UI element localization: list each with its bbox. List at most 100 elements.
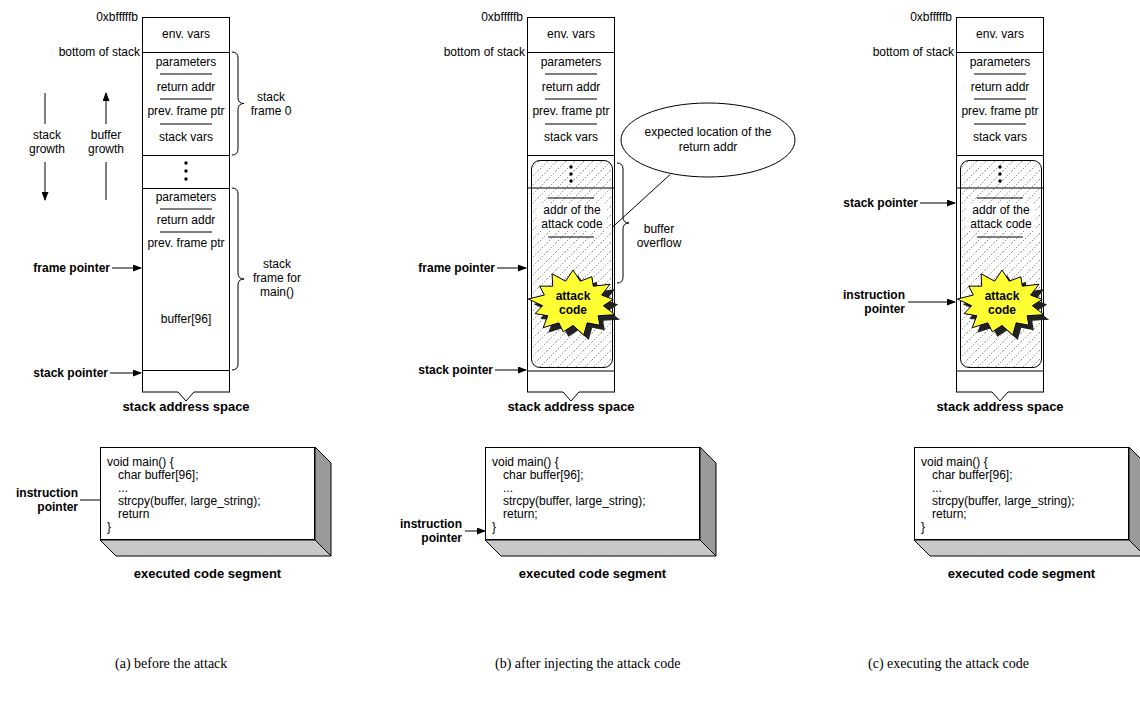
- ellipsis-dot: [184, 161, 187, 164]
- code-box-text: ...: [932, 481, 1122, 495]
- stack-bottom-label: bottom of stack: [834, 45, 954, 59]
- code-box-text: return: [118, 507, 308, 521]
- separator-line: [160, 209, 212, 210]
- code-box-side: [1129, 447, 1140, 556]
- panel-drawing: [45, 52, 331, 556]
- stack-frame-text: buffer[96]: [143, 312, 229, 326]
- code-box-text: char buffer[96];: [118, 468, 308, 482]
- code-box-text: return;: [932, 507, 1122, 521]
- separator-line: [977, 198, 1023, 199]
- code-box-text: return;: [503, 507, 693, 521]
- stack-frame: parametersreturn addrprev. frame ptrbuff…: [143, 188, 229, 371]
- code-box-bottom: [914, 540, 1140, 556]
- ellipsis-dot: [569, 165, 572, 168]
- stack-frame-text: stack vars: [143, 130, 229, 144]
- stack-frame-text: return addr: [143, 213, 229, 227]
- pointer-label: frame pointer: [385, 261, 495, 275]
- stack-column: env. varsparametersreturn addrprev. fram…: [142, 17, 230, 392]
- growth-arrow: [45, 93, 46, 124]
- ellipsis-dot: [569, 172, 572, 175]
- overflow-region-text: addr of the attack code: [537, 203, 607, 231]
- address-label: 0xbfffffb: [423, 10, 523, 24]
- code-box-text: }: [107, 520, 297, 534]
- code-box-text: char buffer[96];: [503, 468, 693, 482]
- stack-frame-text: stack vars: [957, 130, 1043, 144]
- callout-ellipse-shape: [621, 103, 795, 177]
- ellipsis-dot: [569, 179, 572, 182]
- curly-brace: [232, 188, 244, 370]
- pointer-arrow: [495, 370, 526, 371]
- overflow-region: attack codeaddr of the attack code: [960, 160, 1042, 368]
- pointer-arrow: [920, 203, 955, 204]
- stack-cell: env. vars: [528, 18, 614, 53]
- stack-frame-text: return addr: [528, 80, 614, 94]
- code-box-text: strcpy(buffer, large_string);: [932, 494, 1122, 508]
- pointer-label: stack pointer: [385, 363, 493, 377]
- code-box-text: executed code segment: [486, 567, 699, 581]
- code-box-text: char buffer[96];: [932, 468, 1122, 482]
- hatched-overflow: [960, 160, 1042, 368]
- attack-starburst: attack code: [527, 269, 619, 337]
- separator-line: [160, 74, 212, 75]
- separator-line: [974, 99, 1026, 100]
- stack-frame-text: prev. frame ptr: [957, 104, 1043, 118]
- growth-arrow: [45, 162, 46, 200]
- pointer-arrow: [110, 373, 141, 374]
- stack-frame-text: parameters: [528, 55, 614, 69]
- starburst-shape: [957, 270, 1044, 335]
- stack-frame-text: parameters: [143, 190, 229, 204]
- stack-cell: env. vars: [957, 18, 1043, 53]
- stack-frame: parametersreturn addrprev. frame ptrstac…: [143, 53, 229, 156]
- stack-frame-text: stack vars: [528, 130, 614, 144]
- code-box-side: [315, 447, 331, 556]
- stack-cell-text: env. vars: [528, 27, 614, 41]
- ellipsis-dot: [184, 177, 187, 180]
- separator-line: [977, 237, 1023, 238]
- overflow-region: attack code addr of the attack code: [531, 160, 613, 368]
- overflow-region-text: addr of the attack code: [966, 203, 1036, 231]
- caption: (a) before the attack: [115, 655, 375, 672]
- stack-frame: parameters return addr prev. frame ptr stac…: [528, 53, 614, 156]
- stack-column: env. varsparametersreturn addrprev. fram…: [956, 17, 1044, 392]
- stack-frame-text: prev. frame ptr: [528, 104, 614, 118]
- stack-frame-text: return addr: [143, 80, 229, 94]
- pointer-label: instruction pointer: [2, 486, 78, 514]
- stack-column-text: stack address space: [497, 400, 645, 414]
- separator-line: [545, 74, 597, 75]
- ellipsis-dot: [184, 169, 187, 172]
- address-label: 0xbfffffb: [38, 10, 138, 24]
- stack-frame: parametersreturn addrprev. frame ptrstac…: [957, 53, 1043, 156]
- pointer-arrow: [908, 302, 955, 303]
- callout-pointer: [613, 174, 670, 226]
- separator-line: [974, 74, 1026, 75]
- code-box-text: strcpy(buffer, large_string);: [503, 494, 693, 508]
- ellipsis-dot: [998, 165, 1001, 168]
- growth-arrow: [106, 93, 107, 124]
- panel-drawing: [908, 74, 1140, 556]
- direction-label: buffer growth: [80, 128, 132, 156]
- code-box: void main() {char buffer[96];...strcpy(b…: [914, 447, 1129, 540]
- code-box-text: void main() {: [492, 455, 692, 469]
- code-box-text: strcpy(buffer, large_string);: [118, 494, 308, 508]
- code-box-text: ...: [118, 481, 308, 495]
- stack-frame-text: parameters: [143, 55, 229, 69]
- stack-frame-text: return addr: [957, 80, 1043, 94]
- separator-line: [548, 237, 594, 238]
- pointer-label: stack pointer: [0, 366, 108, 380]
- ellipsis-dot: [998, 179, 1001, 182]
- code-box-text: executed code segment: [915, 567, 1128, 581]
- separator-line: [548, 198, 594, 199]
- pointer-arrow: [112, 268, 141, 269]
- pointer-label: frame pointer: [0, 261, 110, 275]
- code-box-text: executed code segment: [101, 567, 314, 581]
- callout-ellipse-text: expected location of the return addr: [640, 125, 776, 155]
- stack-cell: env. vars: [143, 18, 229, 53]
- curly-brace: [617, 163, 629, 283]
- separator-line: [545, 99, 597, 100]
- address-label: 0xbfffffb: [852, 10, 952, 24]
- callout-ellipse: expected location of the return addr: [620, 102, 796, 178]
- caption: (b) after injecting the attack code: [495, 655, 795, 672]
- attack-starburst-text: attack code: [543, 289, 603, 317]
